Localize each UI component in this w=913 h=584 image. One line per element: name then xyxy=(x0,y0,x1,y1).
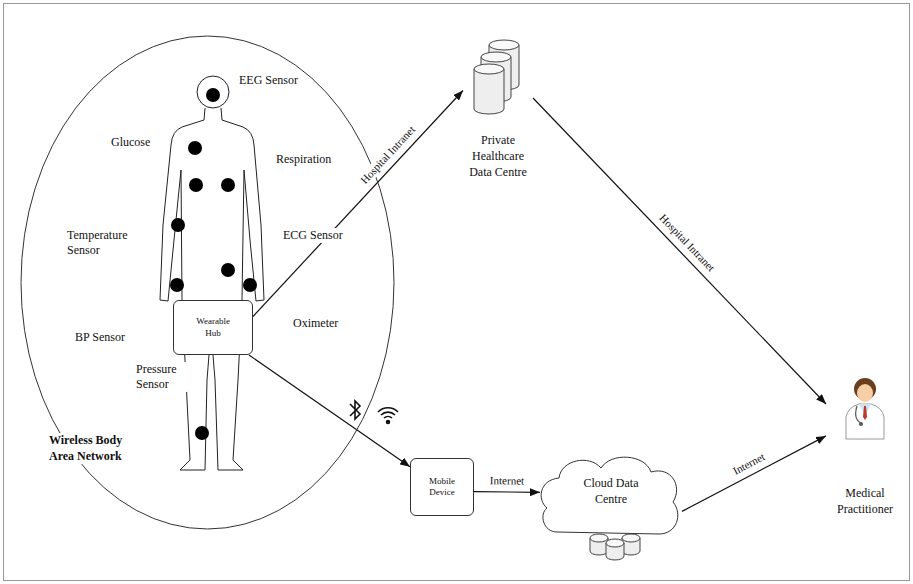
edge-label: Internet xyxy=(489,474,525,488)
region-ellipse xyxy=(21,36,394,529)
node-label: Wearable Hub xyxy=(191,316,235,339)
human-figure xyxy=(160,76,264,470)
sensor-dot xyxy=(221,263,235,277)
node-label: Medical Practitioner xyxy=(829,485,901,517)
practitioner-node: Medical Practitioner xyxy=(826,375,904,520)
sensor-label: Respiration xyxy=(275,152,332,167)
hub-box: Wearable Hub xyxy=(173,300,253,355)
bluetooth-rune xyxy=(350,401,360,419)
node-label: Private Healthcare Data Centre xyxy=(466,132,530,181)
sensor-dot xyxy=(195,426,209,440)
doctor-face xyxy=(857,384,873,402)
cylinder-top xyxy=(590,534,608,542)
cloud-icon xyxy=(540,452,682,564)
stethoscope-head xyxy=(859,422,863,426)
connector-arrow xyxy=(253,91,463,317)
cloud-outline xyxy=(541,457,678,534)
sensor-label: EEG Sensor xyxy=(238,73,299,88)
device-box: Mobile Device xyxy=(410,458,474,516)
stethoscope xyxy=(856,406,861,423)
cloud-node: Cloud Data Centre xyxy=(540,452,682,564)
wifi-symbol xyxy=(378,408,398,424)
node-label: Mobile Device xyxy=(422,476,462,499)
sensor-dot xyxy=(243,278,257,292)
cylinder-body xyxy=(474,69,504,114)
sensor-label: ECG Sensor xyxy=(282,228,344,243)
connector-arrow xyxy=(249,355,410,467)
wifi-arc xyxy=(381,412,395,415)
doctor-coat xyxy=(846,404,884,439)
sensor-dot xyxy=(221,178,235,192)
sensor-label: BP Sensor xyxy=(74,330,126,345)
database-icon xyxy=(473,38,523,116)
wifi-dot xyxy=(387,421,390,424)
figure-head xyxy=(197,76,229,108)
sensor-dot xyxy=(189,178,203,192)
connector-arrow xyxy=(533,98,826,404)
sensor-dot xyxy=(188,141,202,155)
node-label: Cloud Data Centre xyxy=(572,476,650,507)
edge-label: Hospital Intranet xyxy=(357,123,419,188)
cylinder-top xyxy=(606,539,624,547)
figure-body xyxy=(160,108,264,470)
cylinder-top xyxy=(489,40,519,50)
sensor-label: Temperature Sensor xyxy=(66,228,140,258)
cylinder-top xyxy=(481,52,511,62)
sensor-label: Pressure Sensor xyxy=(135,362,187,392)
edge-label: Hospital Intranet xyxy=(656,211,718,275)
sensor-label: Oximeter xyxy=(292,316,339,331)
network-region: Wearable HubWireless Body Area Network xyxy=(20,35,395,530)
sensor-label: Glucose xyxy=(110,135,151,150)
edge-label: Internet xyxy=(730,450,768,478)
cylinder-top xyxy=(474,64,504,74)
wifi-arc xyxy=(384,416,392,418)
wifi-arc xyxy=(378,408,398,412)
sensor-dot xyxy=(170,278,184,292)
doctor-icon xyxy=(842,375,888,439)
connector-arrow xyxy=(474,491,540,493)
frame-border xyxy=(4,4,910,581)
region-label: Wireless Body Area Network xyxy=(47,433,151,464)
sensor-dot xyxy=(206,88,220,102)
datacentre-node: Private Healthcare Data Centre xyxy=(463,38,533,188)
connector-arrow xyxy=(682,436,826,511)
sensor-dot xyxy=(171,218,185,232)
doctor-tie xyxy=(863,406,867,420)
bluetooth-symbol xyxy=(350,401,360,419)
cylinder-top xyxy=(622,534,640,542)
